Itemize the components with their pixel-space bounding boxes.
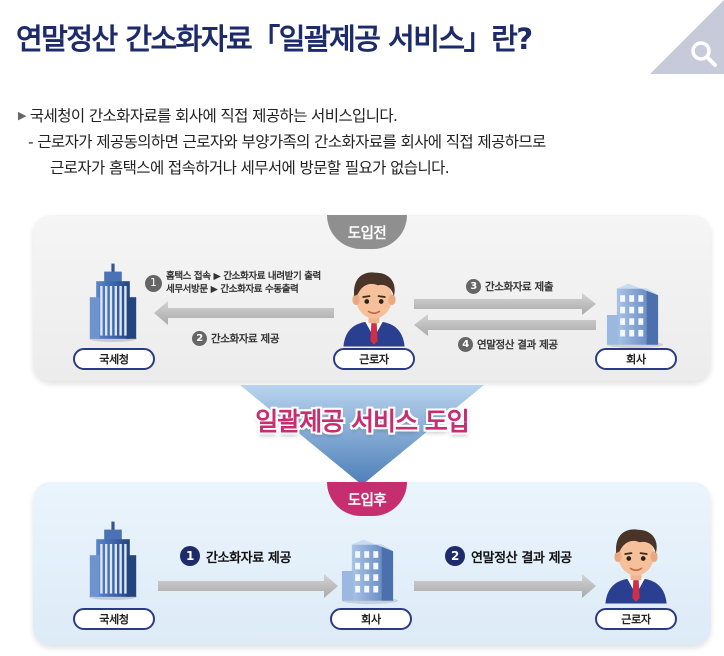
worker-person-icon [600, 522, 672, 604]
before-step-3: 3 간소화자료 제출 [466, 279, 553, 294]
before-company-label: 회사 [595, 348, 677, 370]
before-step-1: 1 홈택스 접속 ▶ 간소화자료 내려받기 출력 세무서방문 ▶ 간소화자료 수… [145, 270, 321, 296]
before-step-1-line-2: 세무서방문 ▶ 간소화자료 수동출력 [166, 284, 299, 295]
arrow-worker-to-company [414, 293, 596, 315]
after-step-1-text: 간소화자료 제공 [206, 550, 292, 566]
before-step-3-text: 간소화자료 제출 [485, 281, 554, 293]
after-nts-label: 국세청 [73, 608, 155, 630]
transition-arrow [240, 385, 484, 485]
step-number: 2 [192, 331, 207, 346]
step-number: 1 [180, 546, 200, 566]
before-step-2-text: 간소화자료 제공 [211, 333, 280, 345]
intro-line-2: - 근로자가 제공동의하면 근로자와 부양가족의 간소화자료를 회사에 직접 제… [28, 133, 546, 151]
after-step-2: 2 연말정산 결과 제공 [445, 546, 572, 566]
after-step-1: 1 간소화자료 제공 [180, 546, 291, 566]
before-worker-label: 근로자 [333, 348, 415, 370]
nts-building-icon [85, 520, 141, 600]
search-icon [650, 0, 724, 74]
nts-building-icon [85, 262, 141, 342]
arrow-company-to-worker [414, 314, 596, 336]
transition-banner: 일괄제공 서비스 도입 [255, 407, 469, 436]
arrow-nts-to-company [158, 574, 338, 598]
before-step-1-line-1: 홈택스 접속 ▶ 간소화자료 내려받기 출력 [166, 271, 321, 282]
before-nts-label: 국세청 [73, 348, 155, 370]
worker-person-icon [338, 265, 410, 347]
company-building-icon [337, 538, 403, 604]
step-number: 4 [458, 337, 473, 352]
before-step-4: 4 연말정산 결과 제공 [458, 337, 558, 352]
before-step-2: 2 간소화자료 제공 [192, 331, 279, 346]
step-number: 3 [466, 279, 481, 294]
intro-line-3: 근로자가 홈택스에 접속하거나 세무서에 방문할 필요가 없습니다. [50, 159, 450, 177]
triangle-bullet-icon: ▶ [18, 109, 26, 122]
before-step-4-text: 연말정산 결과 제공 [477, 339, 558, 351]
after-step-2-text: 연말정산 결과 제공 [471, 550, 572, 566]
step-number: 1 [145, 274, 162, 292]
step-number: 2 [445, 546, 465, 566]
arrow-worker-to-nts [154, 301, 334, 325]
page-title: 연말정산 간소화자료「일괄제공 서비스」란? [16, 22, 533, 56]
company-building-icon [602, 282, 668, 348]
after-company-label: 회사 [330, 608, 412, 630]
intro-line-1: 국세청이 간소화자료를 회사에 직접 제공하는 서비스입니다. [29, 107, 398, 125]
arrow-company-to-worker-after [414, 574, 596, 598]
intro-text: ▶국세청이 간소화자료를 회사에 직접 제공하는 서비스입니다. - 근로자가 … [18, 103, 718, 181]
after-worker-label: 근로자 [595, 608, 677, 630]
